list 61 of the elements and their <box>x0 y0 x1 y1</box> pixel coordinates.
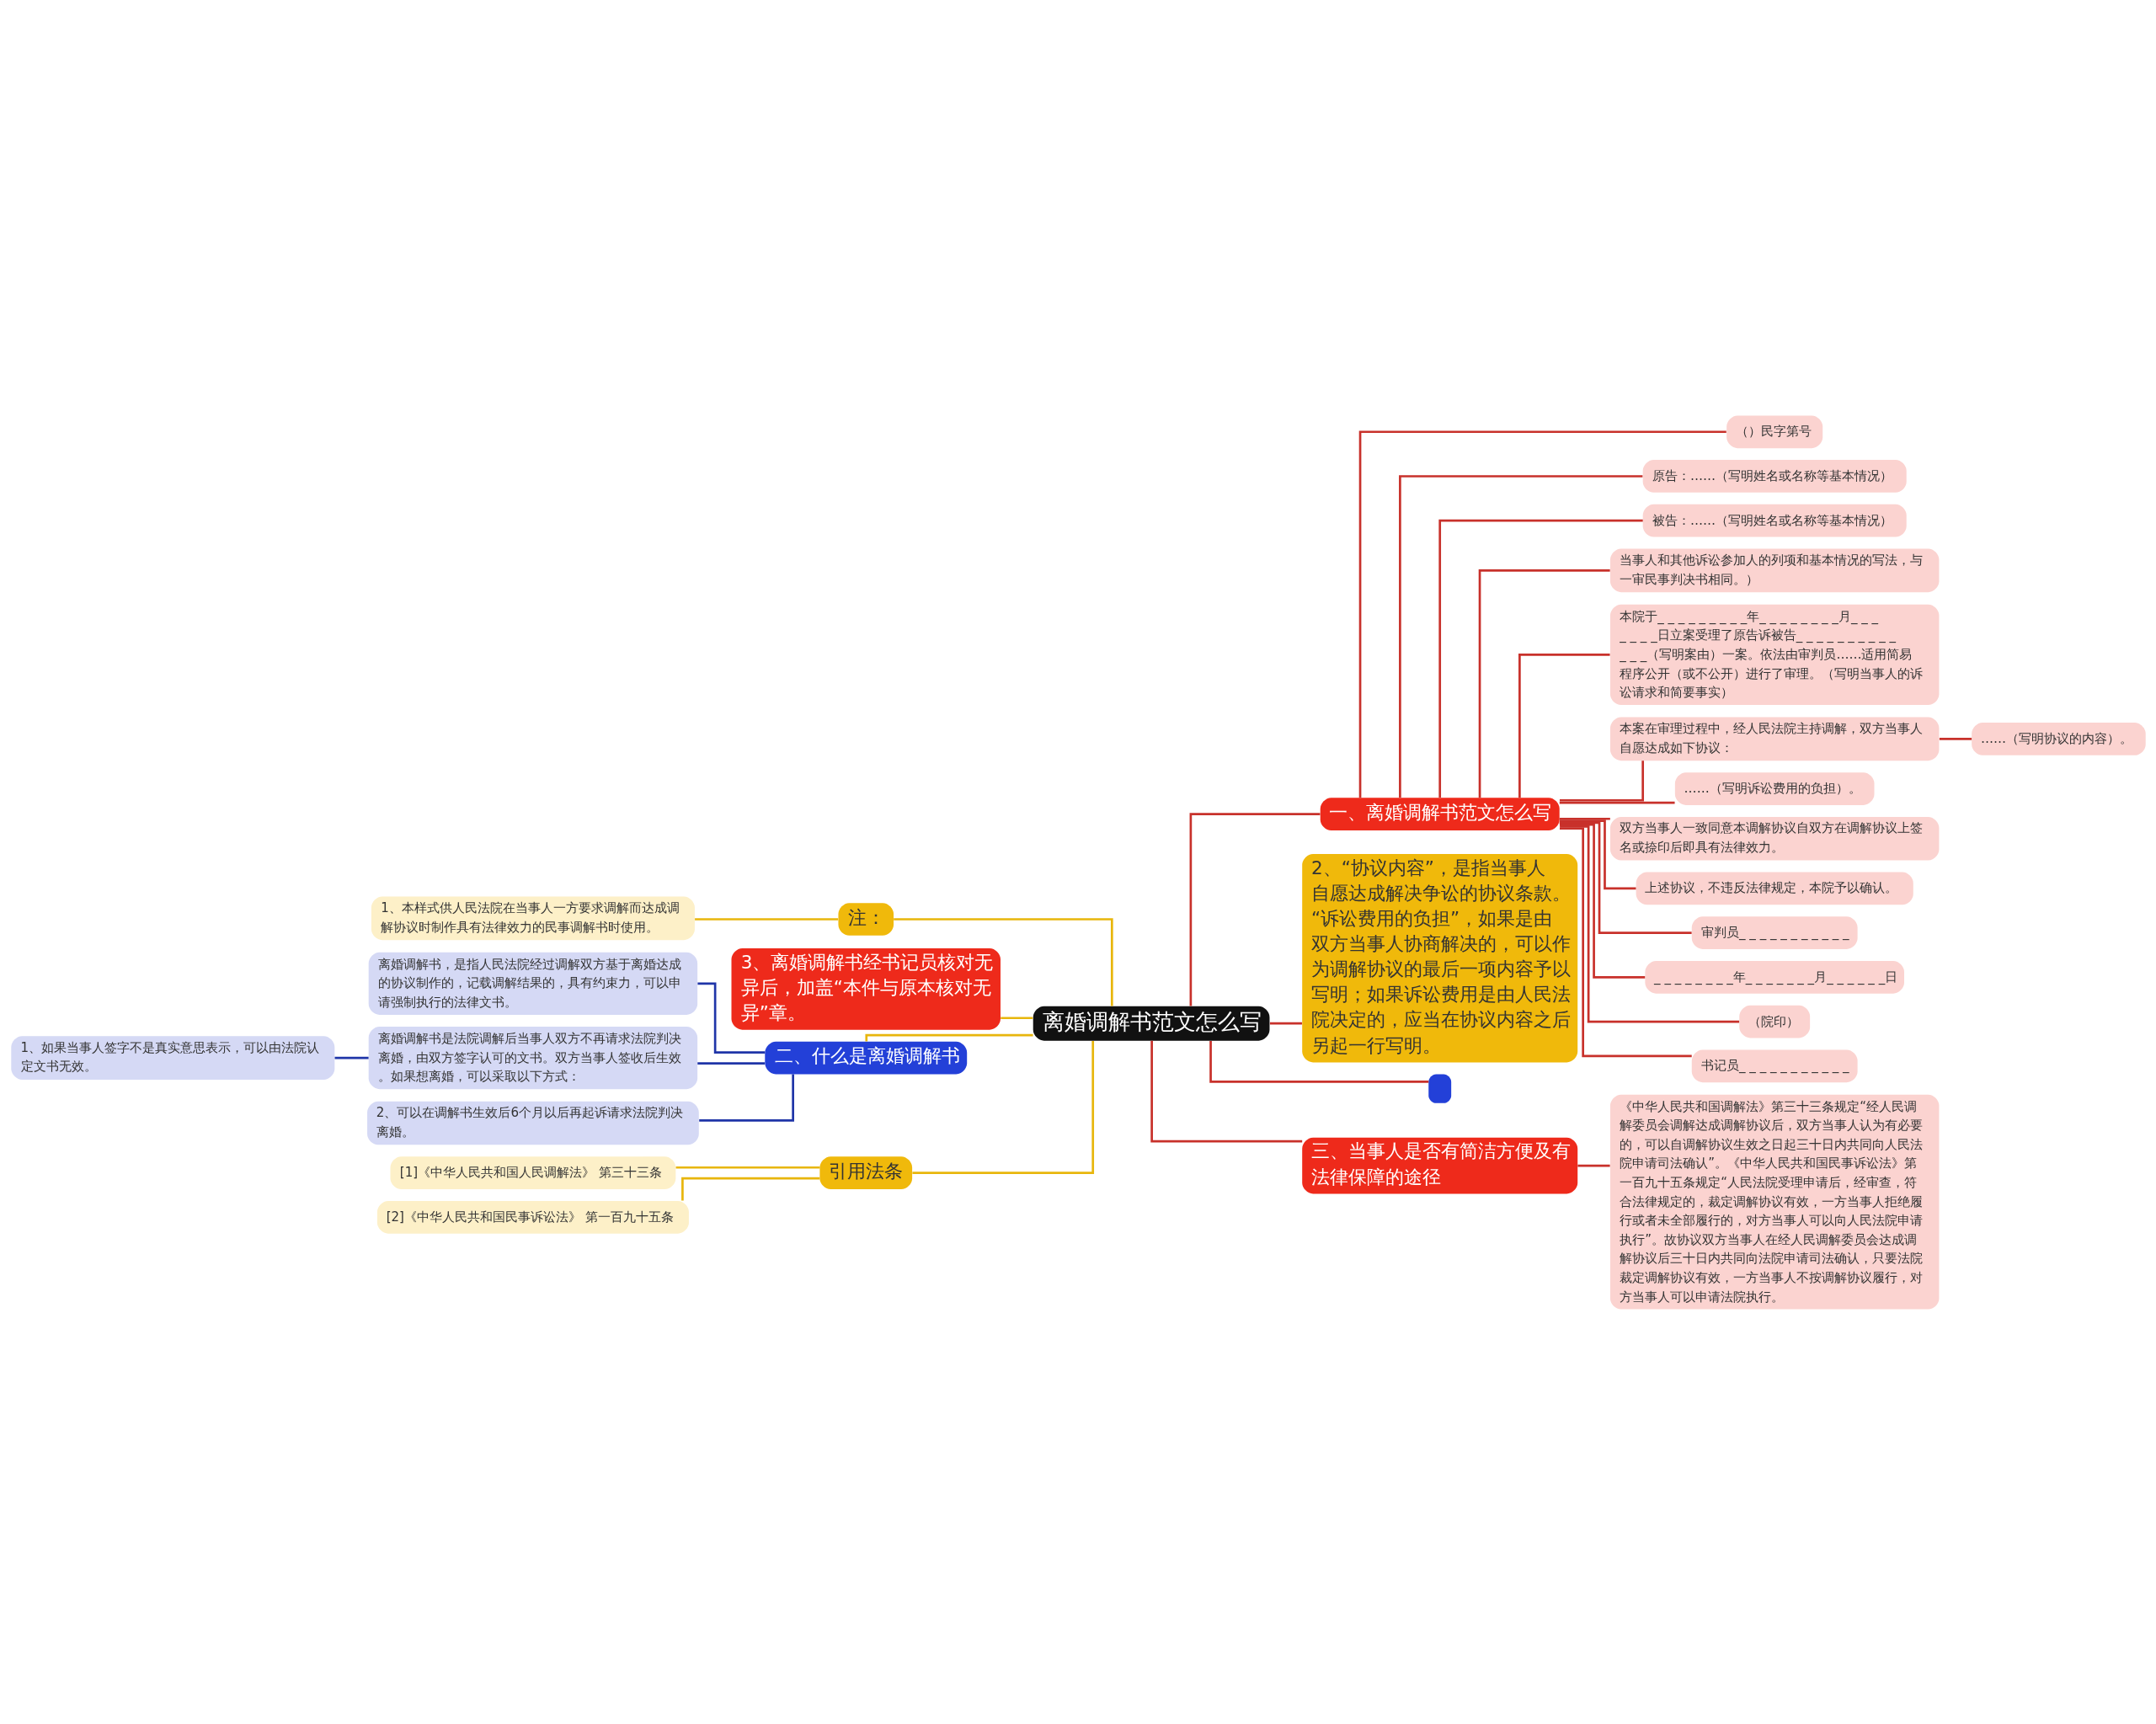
connector <box>1478 568 1610 798</box>
connector <box>680 1177 819 1200</box>
connector <box>1939 737 1972 740</box>
connector <box>1398 474 1642 798</box>
node-box: 二、什么是离婚调解书 <box>764 1041 967 1074</box>
connector <box>1559 801 1675 803</box>
connector <box>1150 1040 1302 1142</box>
connector <box>1000 1016 1033 1019</box>
node-box: 本院于_ _ _ _ _ _ _ _ _年_ _ _ _ _ _ _ _月_ _ _ _ _ _ _日立案受理了原告诉被告_ _ _ _ _ _ _ _ _ _ _ _ _（写明案由）一案。依法由审判员……适用简易程序公开（或不公开）进行了审理。（写明当事人的诉讼请求和简要事实） <box>1609 604 1939 705</box>
connector <box>1438 519 1643 798</box>
node-box: 当事人和其他诉讼参加人的列项和基本情况的写法，与一审民事判决书相同。） <box>1609 548 1939 592</box>
node-box: ……（写明协议的内容）。 <box>1971 722 2146 755</box>
connector <box>1577 1164 1610 1166</box>
node-box: [2]《中华人民共和国民事诉讼法》 第一百九十五条 <box>376 1200 689 1234</box>
node-box <box>1428 1073 1451 1103</box>
connector <box>675 1166 819 1169</box>
connector <box>864 1033 1033 1042</box>
connector <box>1518 653 1610 798</box>
connector <box>1269 1022 1302 1025</box>
connector <box>694 917 838 921</box>
node-box: _ _ _ _ _ _ _ _年_ _ _ _ _ _ _月_ _ _ _ _ _日 <box>1644 960 1904 994</box>
connector <box>334 1056 369 1059</box>
node-box: 审判员_ _ _ _ _ _ _ _ _ _ _ <box>1691 915 1858 949</box>
connector <box>1559 821 1692 934</box>
node-box: 离婚调解书是法院调解后当事人双方不再请求法院判决离婚，由双方签字认可的文书。双方当事人签收后生效。如果想离婚，可以采取以下方式： <box>368 1026 697 1089</box>
node-box: 三、当事人是否有简洁方便及有法律保障的途径 <box>1301 1137 1577 1193</box>
node-box: （院印） <box>1738 1005 1810 1038</box>
connector <box>698 1074 794 1122</box>
connector <box>696 1061 765 1065</box>
node-box: 2、可以在调解书生效后6个月以后再起诉请求法院判决离婚。 <box>366 1101 699 1145</box>
connector <box>1559 826 1692 1057</box>
node-box: 1、本样式供人民法院在当事人一方要求调解而达成调解协议时制作具有法律效力的民事调解书时使用。 <box>371 896 695 940</box>
node-box: 一、离婚调解书范文怎么写 <box>1320 797 1560 830</box>
node-box: 《中华人民共和国调解法》第三十三条规定“经人民调解委员会调解达成调解协议后，双方当事人认为有必要的，可以自调解协议生效之日起三十日内共同向人民法院申请司法确认”。《中华人民共和国民事诉讼法》第一百九十五条规定“人民法院受理申请后，经审查，符合法律规定的，裁定调解协议有效，一方当事人拒绝履行或者未全部履行的，对方当事人可以向人民法院申请执行”。故协议双方当事人在经人民调解委员会达成调解协议后三十日内共同向法院申请司法确认，只要法院裁定调解协议有效，一方当事人不按调解协议履行，对方当事人可以申请法院执行。 <box>1609 1094 1939 1310</box>
connector <box>1559 823 1645 979</box>
connector <box>1559 817 1610 820</box>
node-box: 注： <box>837 902 894 936</box>
connector <box>1209 1040 1428 1083</box>
node-box: ……（写明诉讼费用的负担）。 <box>1674 771 1874 805</box>
node-box: 书记员_ _ _ _ _ _ _ _ _ _ _ <box>1691 1049 1858 1082</box>
connector <box>1559 760 1644 802</box>
node-box: [1]《中华人民共和国人民调解法》 第三十三条 <box>390 1156 675 1189</box>
node-box: 上述协议，不违反法律规定，本院予以确认。 <box>1636 872 1913 905</box>
node-box: 本案在审理过程中，经人民法院主持调解，双方当事人自愿达成如下协议： <box>1609 717 1939 761</box>
node-box: 1、如果当事人签字不是真实意思表示，可以由法院认定文书无效。 <box>10 1035 334 1080</box>
connector <box>911 1040 1094 1174</box>
node-box: 双方当事人一致同意本调解协议自双方在调解协议上签名或捺印后即具有法律效力。 <box>1609 816 1939 861</box>
node-box: 2、“协议内容”，是指当事人自愿达成解决争讼的协议条款。“诉讼费用的负担”，如果是由双方当事人协商解决的，可以作为调解协议的最后一项内容予以写明；如果诉讼费用是由人民法院决定的，应当在协议内容之后另起一行写明。 <box>1301 853 1577 1062</box>
connector <box>696 982 765 1054</box>
node-box: 被告：……（写明姓名或名称等基本情况） <box>1642 504 1907 537</box>
node-box: 引用法条 <box>819 1156 912 1189</box>
node-box: 离婚调解书范文怎么写 <box>1033 1006 1269 1041</box>
connector <box>893 917 1113 1006</box>
node-box: （）民字第号 <box>1726 414 1822 448</box>
connector <box>1358 430 1726 798</box>
node-box: 3、离婚调解书经书记员核对无异后，加盖“本件与原本核对无异”章。 <box>731 947 1001 1030</box>
node-box: 离婚调解书，是指人民法院经过调解双方基于离婚达成的协议制作的，记载调解结果的，具有约束力，可以申请强制执行的法律文书。 <box>368 952 697 1015</box>
connector <box>1189 812 1320 1006</box>
connector <box>1559 825 1739 1022</box>
node-box: 原告：……（写明姓名或名称等基本情况） <box>1642 459 1907 493</box>
connector <box>1559 819 1636 889</box>
